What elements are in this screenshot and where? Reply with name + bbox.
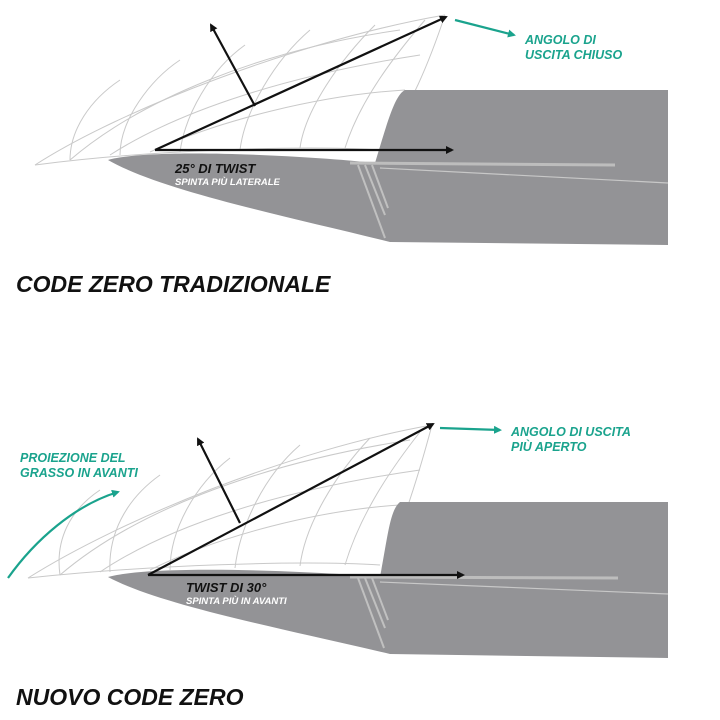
exit-angle-label-1: ANGOLO DI USCITA [510, 425, 631, 439]
force-arrow [197, 437, 241, 524]
panel-title: CODE ZERO TRADIZIONALE [16, 271, 331, 297]
boom [349, 575, 619, 580]
exit-angle-arrow [454, 18, 516, 38]
draft-label-2: GRASSO IN AVANTI [20, 466, 138, 480]
stays [357, 577, 389, 649]
twist-label: 25° DI TWIST [174, 161, 256, 176]
deck-line [379, 167, 669, 184]
stays [357, 164, 389, 239]
chord-arrow [147, 423, 435, 576]
hull [108, 502, 668, 658]
deck-line [379, 581, 669, 595]
panel-traditional: ANGOLO DI USCITA CHIUSO 25° DI TWIST SPI… [16, 14, 669, 297]
twist-sub-label: SPINTA PIÙ LATERALE [175, 176, 281, 188]
draft-arrow [7, 489, 120, 579]
twist-label: TWIST DI 30° [186, 580, 267, 595]
exit-angle-arrow [439, 425, 502, 434]
draft-label-1: PROIEZIONE DEL [20, 451, 126, 465]
twist-sub-label: SPINTA PIÙ IN AVANTI [186, 595, 287, 607]
exit-angle-label-2: USCITA CHIUSO [525, 48, 623, 62]
panel-new: ANGOLO DI USCITA PIÙ APERTO PROIEZIONE D… [7, 423, 669, 710]
chord-arrow [154, 15, 448, 152]
panel-title: NUOVO CODE ZERO [16, 684, 244, 710]
exit-angle-label-1: ANGOLO DI [524, 33, 596, 47]
force-arrow [210, 23, 256, 107]
exit-angle-label-2: PIÙ APERTO [511, 439, 587, 454]
boom [349, 161, 616, 167]
hull [108, 90, 668, 245]
